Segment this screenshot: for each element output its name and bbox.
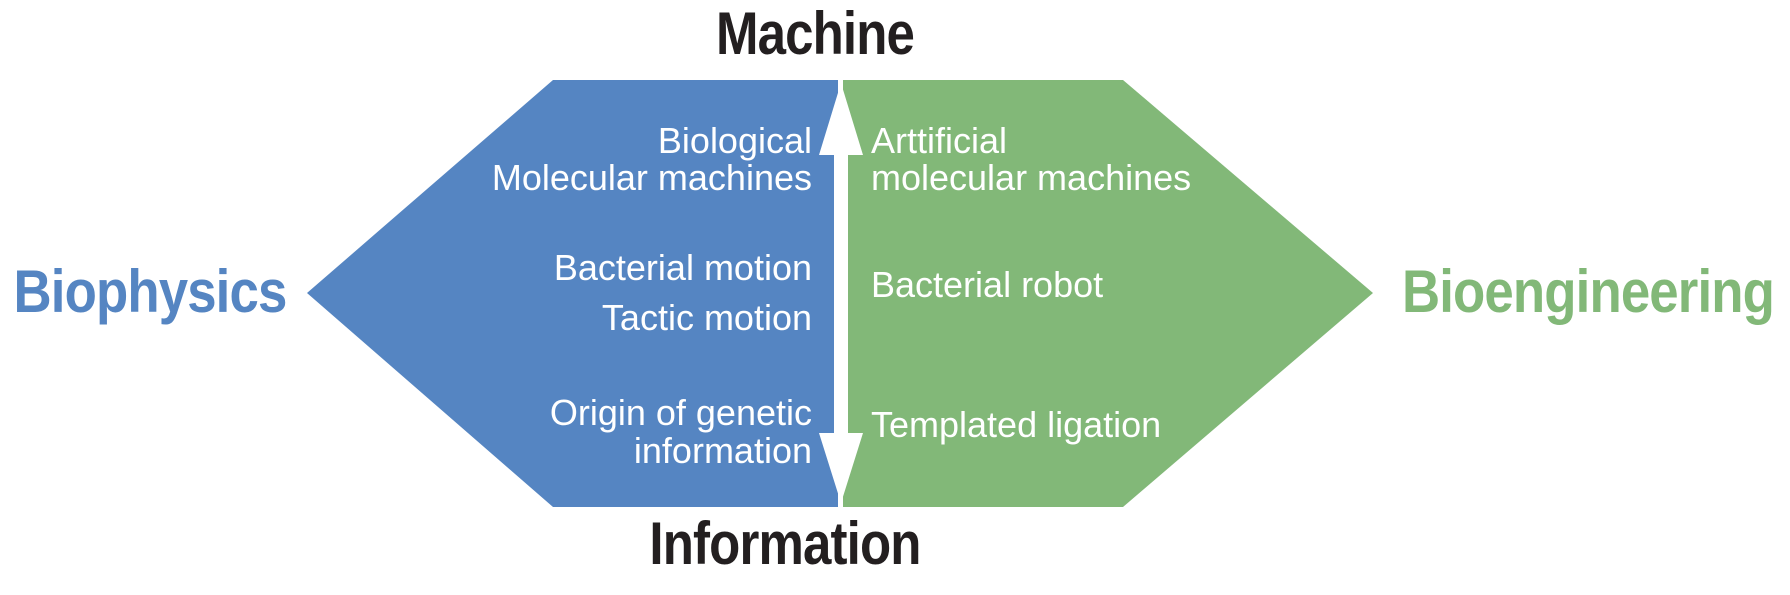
topic-artificial-molecular-machines-line2: molecular machines	[871, 157, 1192, 198]
machine-axis-title: Machine	[715, 0, 915, 67]
biophysics-field-label: Biophysics	[13, 258, 288, 325]
bioengineering-hexagon-half	[843, 80, 1373, 507]
topic-origin-of-genetic-information-line1: Origin of genetic	[549, 392, 812, 433]
topic-bacterial-robot: Bacterial robot	[871, 264, 1104, 305]
topic-tactic-motion: Tactic motion	[601, 297, 812, 338]
bioengineering-field-label: Bioengineering	[1402, 258, 1775, 325]
biophysics-hexagon-half	[307, 80, 838, 507]
topic-biological-molecular-machines-line1: Biological	[657, 120, 812, 161]
topic-templated-ligation: Templated ligation	[871, 404, 1162, 445]
information-axis-title: Information	[649, 510, 921, 577]
topic-artificial-molecular-machines-line1: Arttificial	[871, 120, 1008, 161]
topic-origin-of-genetic-information-line2: information	[633, 430, 812, 471]
topic-bacterial-motion: Bacterial motion	[553, 247, 812, 288]
up-down-arrow-icon	[819, 83, 863, 503]
topic-biological-molecular-machines-line2: Molecular machines	[491, 157, 812, 198]
